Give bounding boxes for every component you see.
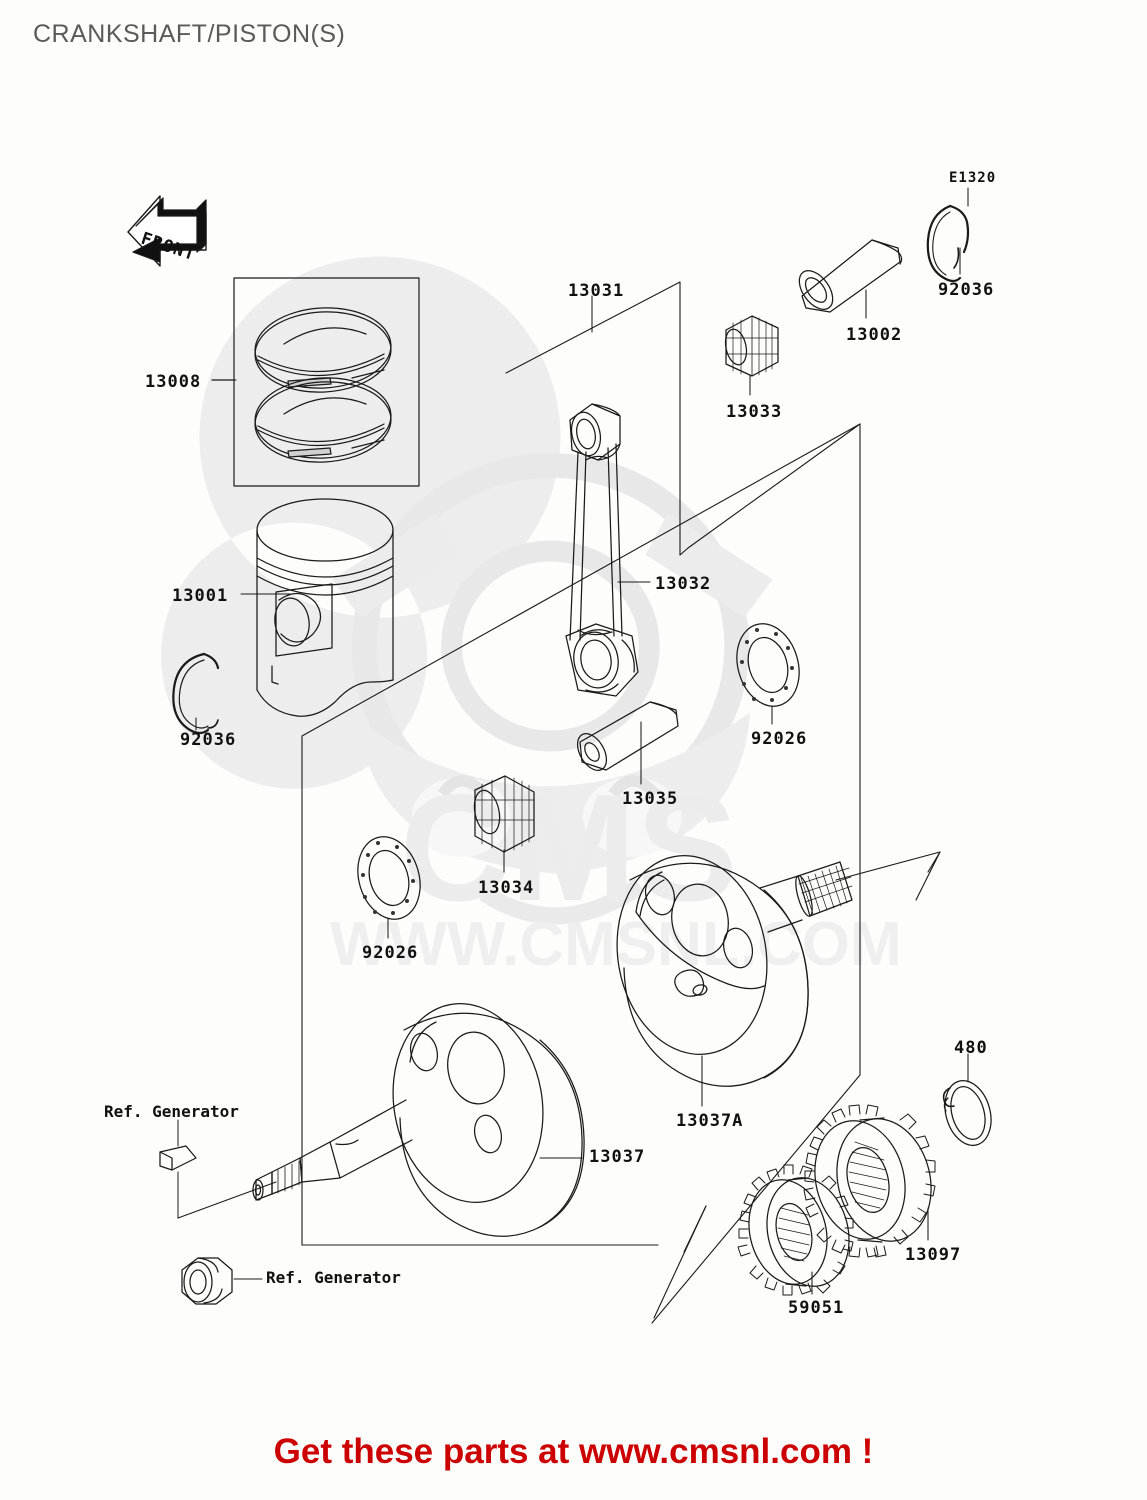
part-label-13008[interactable]: 13008 bbox=[145, 372, 202, 392]
thrust-washer-left bbox=[357, 836, 421, 920]
circlip-left bbox=[172, 652, 220, 735]
part-label-13032[interactable]: 13032 bbox=[655, 574, 712, 594]
front-arrow-icon bbox=[127, 195, 207, 267]
piston-pin bbox=[798, 239, 903, 313]
part-label-59051[interactable]: 59051 bbox=[788, 1298, 845, 1318]
piston-shape bbox=[256, 498, 394, 717]
crank-pin bbox=[576, 701, 679, 771]
piston-ring-lower bbox=[254, 377, 392, 463]
part-label-13097[interactable]: 13097 bbox=[905, 1245, 962, 1265]
part-label-92026-left[interactable]: 92026 bbox=[362, 943, 419, 963]
crankshaft-gear bbox=[803, 1104, 936, 1258]
snap-ring bbox=[942, 1080, 992, 1146]
part-label-13033[interactable]: 13033 bbox=[726, 402, 783, 422]
part-label-13031[interactable]: 13031 bbox=[568, 281, 625, 301]
small-end-bearing bbox=[724, 315, 779, 377]
part-label-92026-right[interactable]: 92026 bbox=[751, 729, 808, 749]
assembly-bracket-crank bbox=[301, 423, 861, 1324]
piston-ring-upper bbox=[254, 307, 392, 393]
page-title: CRANKSHAFT/PISTON(S) bbox=[33, 20, 346, 48]
leader-arrow-bottom bbox=[653, 1205, 707, 1319]
crankshaft-half-left bbox=[252, 1003, 585, 1237]
generator-nut bbox=[181, 1257, 233, 1305]
thrust-washer-right bbox=[736, 623, 800, 707]
part-label-13037a[interactable]: 13037A bbox=[676, 1111, 744, 1131]
assembly-bracket-13031 bbox=[505, 281, 861, 701]
leader-lines bbox=[195, 187, 969, 1295]
part-label-13002[interactable]: 13002 bbox=[846, 325, 903, 345]
svg-text:FRONT: FRONT bbox=[138, 229, 198, 265]
figure-code-e1320[interactable]: E1320 bbox=[949, 170, 997, 186]
primary-drive-gear bbox=[737, 1164, 854, 1296]
circlip-right bbox=[926, 204, 970, 283]
ref-label-generator-nut[interactable]: Ref. Generator bbox=[266, 1268, 401, 1287]
connecting-rod bbox=[565, 403, 639, 697]
leader-arrow-right bbox=[835, 851, 941, 901]
piston-ring-box bbox=[233, 277, 420, 487]
footer-promo-text: Get these parts at www.cmsnl.com ! bbox=[273, 1432, 874, 1471]
part-label-13034[interactable]: 13034 bbox=[478, 878, 535, 898]
part-label-92036-left[interactable]: 92036 bbox=[180, 730, 237, 750]
part-label-92036-right[interactable]: 92036 bbox=[938, 280, 995, 300]
part-label-13037[interactable]: 13037 bbox=[589, 1147, 646, 1167]
big-end-bearing bbox=[473, 775, 535, 853]
part-label-13035[interactable]: 13035 bbox=[622, 789, 679, 809]
crankshaft-half-right bbox=[616, 855, 853, 1087]
woodruff-key bbox=[159, 1145, 197, 1171]
part-label-480[interactable]: 480 bbox=[954, 1038, 988, 1058]
ref-label-generator-key[interactable]: Ref. Generator bbox=[104, 1102, 239, 1121]
part-label-13001[interactable]: 13001 bbox=[172, 586, 229, 606]
svg-text:CMS: CMS bbox=[400, 763, 738, 933]
